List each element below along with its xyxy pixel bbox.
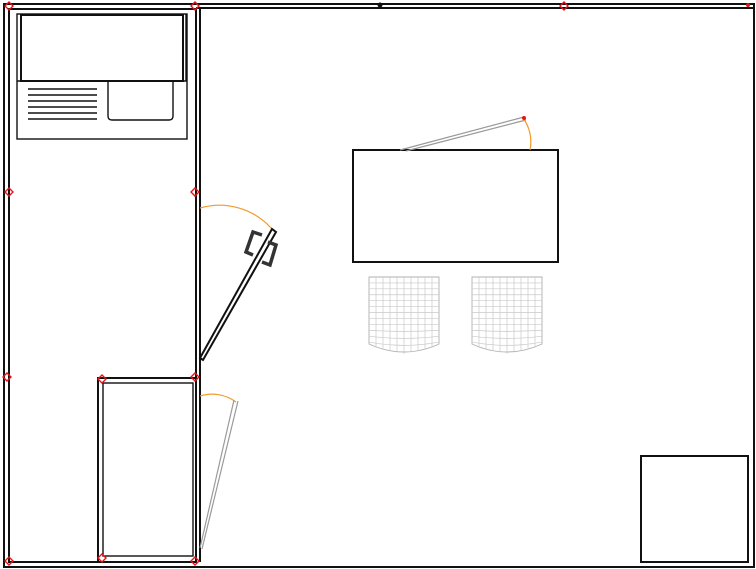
snap-marker xyxy=(746,3,750,7)
chair-mesh-line xyxy=(471,341,543,346)
snap-marker xyxy=(190,556,200,566)
door-swing-arc xyxy=(199,204,273,230)
closet-inner xyxy=(102,382,194,557)
handle-grip-lower xyxy=(261,240,279,268)
chair-mesh-line xyxy=(368,341,440,346)
snap-marker xyxy=(4,556,14,566)
window-leaf-line-b xyxy=(405,119,527,152)
window-leaf xyxy=(399,116,532,152)
chair-mesh-line xyxy=(368,329,440,332)
snap-marker xyxy=(190,187,200,197)
chair-outline xyxy=(471,276,543,353)
sink xyxy=(107,82,174,121)
closet-door-leaf-a xyxy=(199,399,235,549)
interior-door xyxy=(198,204,279,362)
kitchen-counter xyxy=(16,13,188,140)
window-leaf-line-a xyxy=(399,116,525,151)
closet-outer xyxy=(97,377,197,563)
window-pivot xyxy=(522,116,526,120)
window-swing-arc xyxy=(522,117,532,151)
closet-enclosure xyxy=(97,377,197,563)
chair-mesh-line xyxy=(368,335,440,339)
snap-marker xyxy=(2,372,12,382)
snap-marker xyxy=(4,187,14,197)
wall-node xyxy=(377,2,383,8)
snap-marker xyxy=(559,1,569,11)
door-handle xyxy=(243,229,279,268)
chair-right xyxy=(471,276,543,354)
chair-left xyxy=(368,276,440,354)
snap-marker xyxy=(190,1,200,11)
closet-door xyxy=(199,393,239,550)
table-top xyxy=(352,149,559,263)
chair-outline xyxy=(368,276,440,353)
snap-marker xyxy=(97,374,107,384)
closet-door-leaf-b xyxy=(201,400,239,550)
door-leaf xyxy=(198,227,278,362)
dining-table xyxy=(352,149,559,263)
snap-marker xyxy=(190,372,200,382)
cabinet-outline xyxy=(640,455,749,563)
chair-mesh-line xyxy=(471,335,543,339)
cabinet-box xyxy=(640,455,749,563)
snap-marker xyxy=(4,1,14,11)
snap-marker xyxy=(97,553,107,563)
counter-top-cabinet xyxy=(20,14,184,82)
chair-mesh-line xyxy=(471,329,543,332)
stove-burners xyxy=(28,88,97,120)
closet-door-swing-arc xyxy=(199,393,237,403)
handle-grip-upper xyxy=(243,229,263,257)
